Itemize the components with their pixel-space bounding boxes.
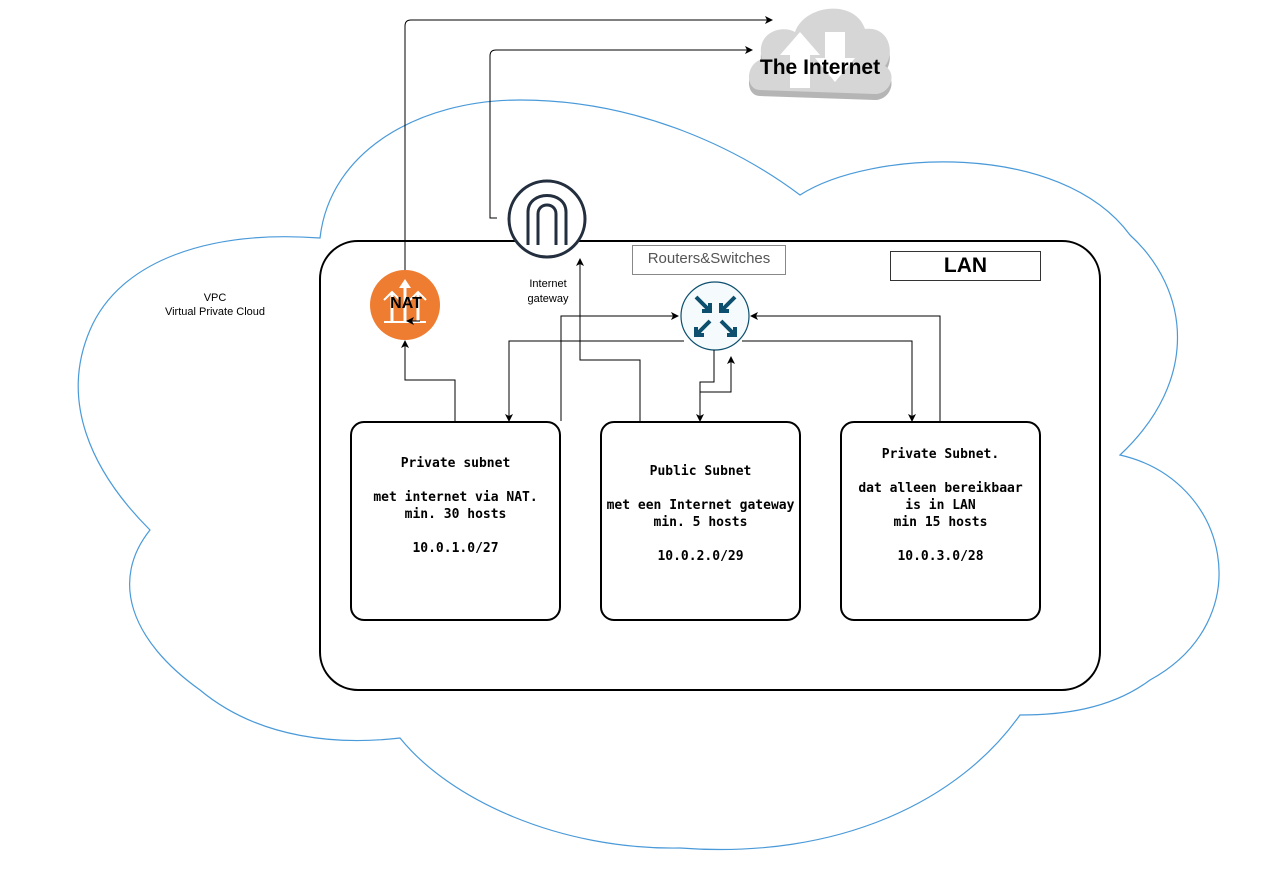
connector-subnet1-nat	[401, 340, 456, 421]
internet-label: The Internet	[759, 56, 881, 79]
connector-subnet3-router	[750, 312, 941, 421]
vpc-cloud-outline	[77, 99, 1220, 851]
subnet-hosts: min. 30 hosts	[404, 507, 507, 522]
connector-router-subnet3	[742, 340, 916, 422]
subnet-public: Public Subnet met een Internet gateway m…	[600, 421, 801, 621]
subnet-private-nat: Private subnet met internet via NAT. min…	[350, 421, 561, 621]
subnet-hosts: min 15 hosts	[893, 515, 988, 530]
subnet-title: Public Subnet	[649, 464, 752, 479]
subnet-hosts: min. 5 hosts	[653, 515, 748, 530]
subnet-title: Private Subnet.	[881, 447, 1000, 462]
routers-switches-label: Routers&Switches	[632, 245, 786, 275]
subnet-private-lan: Private Subnet. dat alleen bereikbaar is…	[840, 421, 1041, 621]
vpc-label: VPC Virtual Private Cloud	[150, 291, 280, 319]
subnet-cidr: 10.0.1.0/27	[412, 541, 499, 556]
nat-label: NAT	[390, 295, 422, 312]
connector-router-subnet1	[505, 340, 684, 422]
connector-router-subnet2	[696, 350, 715, 422]
connectors	[401, 16, 941, 422]
internet-cloud	[748, 8, 892, 101]
internet-gateway-line1: Internet	[529, 278, 567, 290]
lan-label: LAN	[890, 251, 1041, 281]
subnet-description-2: is in LAN	[905, 498, 976, 513]
connector-subnet2-router	[699, 356, 735, 412]
internet-gateway-line2: gateway	[527, 293, 569, 305]
vpc-title: VPC	[203, 292, 227, 304]
connector-subnet2-gateway	[576, 258, 641, 421]
internet-gateway-label: Internet gateway	[508, 277, 588, 307]
subnet-title: Private subnet	[400, 456, 511, 471]
internet-gateway-icon	[507, 179, 587, 259]
connector-subnet1-router	[560, 312, 679, 421]
subnet-description: met een Internet gateway	[606, 498, 795, 513]
subnet-description: dat alleen bereikbaar	[858, 481, 1023, 496]
vpc-subtitle: Virtual Private Cloud	[164, 306, 266, 318]
lan-container	[319, 240, 1101, 691]
connector-nat-internet	[404, 16, 773, 270]
subnet-description: met internet via NAT.	[373, 490, 538, 505]
nat-icon	[370, 270, 440, 340]
connector-gateway-internet	[489, 46, 753, 219]
router-icon	[680, 281, 750, 351]
subnet-cidr: 10.0.2.0/29	[657, 549, 744, 564]
subnet-cidr: 10.0.3.0/28	[897, 549, 984, 564]
